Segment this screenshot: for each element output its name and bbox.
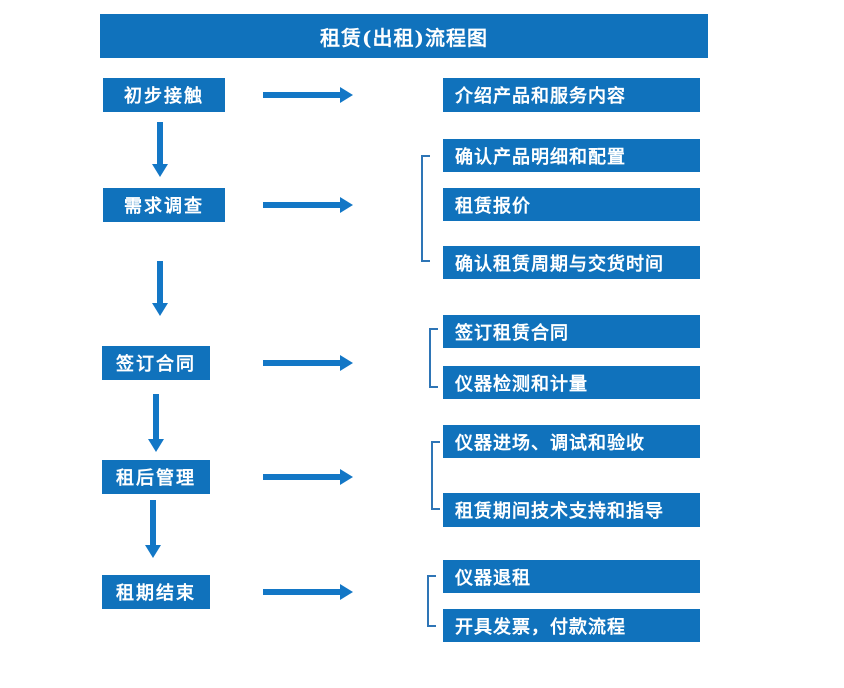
flowchart-title: 租赁(出租)流程图 — [100, 14, 708, 58]
step-box-rental-end: 租期结束 — [102, 575, 210, 609]
right-arrow-1-icon — [263, 92, 340, 98]
output-box-sign-rental-contract: 签订租赁合同 — [443, 315, 700, 348]
right-arrow-4-icon — [263, 474, 340, 480]
output-box-confirm-rental-period: 确认租赁周期与交货时间 — [443, 246, 700, 279]
output-box-introduce-products: 介绍产品和服务内容 — [443, 78, 700, 112]
bracket-group-sign-contract — [429, 328, 438, 388]
step-box-initial-contact: 初步接触 — [103, 78, 225, 112]
output-box-confirm-product-details: 确认产品明细和配置 — [443, 139, 700, 172]
down-arrow-1-icon — [157, 122, 163, 164]
down-arrow-3-icon — [153, 394, 159, 439]
down-arrow-2-icon — [157, 261, 163, 303]
bracket-group-demand-survey — [421, 155, 430, 262]
step-box-post-rental-management: 租后管理 — [102, 460, 210, 494]
step-box-demand-survey: 需求调查 — [103, 188, 225, 222]
output-box-instrument-testing: 仪器检测和计量 — [443, 366, 700, 399]
output-box-invoice-payment: 开具发票，付款流程 — [443, 609, 700, 642]
output-box-technical-support: 租赁期间技术支持和指导 — [443, 493, 700, 527]
output-box-rental-quote: 租赁报价 — [443, 188, 700, 221]
down-arrow-4-icon — [150, 500, 156, 545]
bracket-group-post-management — [431, 441, 440, 510]
bracket-group-rental-end — [427, 575, 436, 627]
step-box-sign-contract: 签订合同 — [102, 346, 210, 380]
right-arrow-3-icon — [263, 360, 340, 366]
right-arrow-5-icon — [263, 589, 340, 595]
output-box-instrument-installation: 仪器进场、调试和验收 — [443, 425, 700, 458]
output-box-instrument-return: 仪器退租 — [443, 560, 700, 593]
right-arrow-2-icon — [263, 202, 340, 208]
